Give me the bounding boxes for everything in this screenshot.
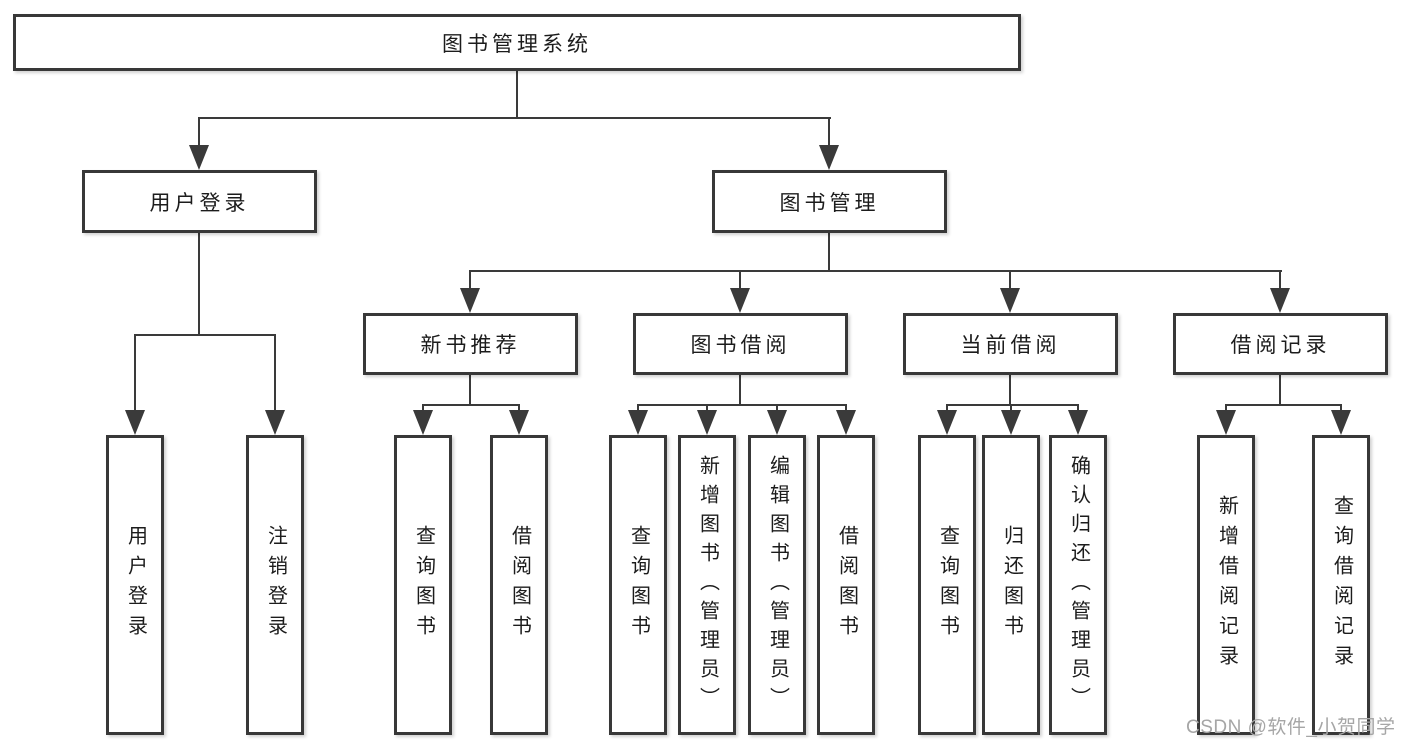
leaf-label: 编辑图书（管理员） [766, 454, 789, 716]
leaf-edit-books-admin: 编辑图书（管理员） [748, 435, 806, 735]
arrow-down-icon [697, 410, 717, 435]
connector-book-management-vline [828, 233, 830, 272]
arrow-down-icon [1001, 410, 1021, 435]
connector-new-book-vline [469, 375, 471, 406]
connector-book-borrow-vline [739, 375, 741, 406]
node-label: 图书管理系统 [442, 32, 592, 56]
connector-leaf-shaft [776, 404, 778, 414]
connector-leaf-shaft [845, 404, 847, 414]
arrow-down-icon [836, 410, 856, 435]
connector-leaf-shaft [274, 334, 276, 414]
connector-book-management-shaft [828, 117, 830, 148]
leaf-return-books: 归还图书 [982, 435, 1040, 735]
leaf-label: 新增图书（管理员） [696, 454, 719, 716]
node-library-system: 图书管理系统 [13, 14, 1021, 71]
leaf-label: 查询图书 [936, 525, 959, 645]
leaf-query-books: 查询图书 [394, 435, 452, 735]
connector-section-shaft [1279, 270, 1281, 290]
connector-leaf-shaft [518, 404, 520, 414]
arrow-down-icon [628, 410, 648, 435]
leaf-label: 借阅图书 [508, 525, 531, 645]
node-label: 图书借阅 [690, 334, 791, 357]
node-label: 用户登录 [149, 191, 250, 215]
leaf-label: 查询图书 [627, 525, 650, 645]
leaf-label: 归还图书 [1000, 525, 1023, 645]
arrow-down-icon [1270, 288, 1290, 313]
node-book-management: 图书管理 [712, 170, 947, 233]
leaf-label: 新增借阅记录 [1215, 495, 1238, 675]
arrow-down-icon [1068, 410, 1088, 435]
csdn-watermark: CSDN @软件_小贺同学 [1186, 717, 1396, 738]
connector-leaf-shaft [1225, 404, 1227, 414]
arrow-down-icon [937, 410, 957, 435]
leaf-confirm-return-admin: 确认归还（管理员） [1049, 435, 1107, 735]
connector-current-borrow-hline [946, 404, 1079, 406]
node-current-borrow: 当前借阅 [903, 313, 1118, 375]
connector-section-shaft [1009, 270, 1011, 290]
connector-new-book-hline [422, 404, 520, 406]
connector-section-shaft [469, 270, 471, 290]
connector-root-vline [516, 70, 518, 118]
connector-leaf-shaft [946, 404, 948, 414]
leaf-label: 确认归还（管理员） [1067, 454, 1090, 716]
connector-leaf-shaft [1340, 404, 1342, 414]
connector-root-hline [198, 117, 831, 119]
node-label: 新书推荐 [420, 334, 521, 357]
leaf-query-books: 查询图书 [609, 435, 667, 735]
connector-leaf-shaft [706, 404, 708, 414]
node-user-login: 用户登录 [82, 170, 317, 233]
connector-current-borrow-vline [1009, 375, 1011, 406]
connector-leaf-shaft [637, 404, 639, 414]
arrow-down-icon [509, 410, 529, 435]
arrow-down-icon [767, 410, 787, 435]
connector-leaf-shaft [1077, 404, 1079, 414]
leaf-label: 注销登录 [264, 525, 287, 645]
connector-user-login-hline [134, 334, 276, 336]
leaf-query-borrow-record: 查询借阅记录 [1312, 435, 1370, 735]
connector-section-shaft [739, 270, 741, 290]
connector-book-borrow-hline [637, 404, 847, 406]
leaf-user-login: 用户登录 [106, 435, 164, 735]
leaf-label: 查询借阅记录 [1330, 495, 1353, 675]
leaf-label: 用户登录 [124, 525, 147, 645]
leaf-label: 查询图书 [412, 525, 435, 645]
connector-borrow-record-vline [1279, 375, 1281, 406]
leaf-borrow-books: 借阅图书 [490, 435, 548, 735]
arrow-down-icon [730, 288, 750, 313]
connector-borrow-record-hline [1225, 404, 1342, 406]
connector-leaf-shaft [422, 404, 424, 414]
connector-leaf-shaft [134, 334, 136, 414]
connector-book-management-hline [469, 270, 1282, 272]
arrow-down-icon [819, 145, 839, 170]
node-book-borrow: 图书借阅 [633, 313, 848, 375]
leaf-add-borrow-record: 新增借阅记录 [1197, 435, 1255, 735]
node-label: 借阅记录 [1230, 334, 1331, 357]
leaf-logout: 注销登录 [246, 435, 304, 735]
leaf-borrow-books: 借阅图书 [817, 435, 875, 735]
arrow-down-icon [1216, 410, 1236, 435]
arrow-down-icon [1000, 288, 1020, 313]
leaf-add-books-admin: 新增图书（管理员） [678, 435, 736, 735]
arrow-down-icon [413, 410, 433, 435]
arrow-down-icon [1331, 410, 1351, 435]
leaf-label: 借阅图书 [835, 525, 858, 645]
node-new-book-recommend: 新书推荐 [363, 313, 578, 375]
node-label: 图书管理 [779, 191, 880, 215]
node-borrow-record: 借阅记录 [1173, 313, 1388, 375]
connector-user-login-vline [198, 233, 200, 336]
arrow-down-icon [265, 410, 285, 435]
arrow-down-icon [460, 288, 480, 313]
node-label: 当前借阅 [960, 334, 1061, 357]
arrow-down-icon [125, 410, 145, 435]
arrow-down-icon [189, 145, 209, 170]
leaf-query-books: 查询图书 [918, 435, 976, 735]
connector-leaf-shaft [1010, 404, 1012, 414]
connector-user-login-shaft [198, 117, 200, 148]
